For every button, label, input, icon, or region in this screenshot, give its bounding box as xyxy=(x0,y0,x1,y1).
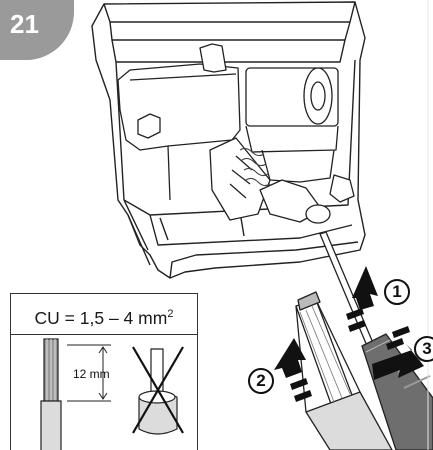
clamp-mechanism xyxy=(209,67,355,224)
callout-1: 1 xyxy=(384,279,410,305)
strip-length-dimension xyxy=(67,344,111,402)
callout-1-label: 1 xyxy=(392,282,402,301)
callout-2-label: 2 xyxy=(256,371,266,390)
conductor-size-text: CU = 1,5 – 4 mm xyxy=(34,308,168,328)
strip-length-illustration: 12 mm xyxy=(40,338,184,450)
callout-2: 2 xyxy=(248,368,274,394)
incorrect-conductor xyxy=(132,346,184,435)
conductor-size-exponent: 2 xyxy=(167,308,174,320)
callout-3-label: 3 xyxy=(422,339,432,358)
spring-coil xyxy=(239,147,271,187)
conductor-size-label: CU = 1,5 – 4 mm2 xyxy=(11,294,197,335)
callout-3: 3 xyxy=(414,336,433,362)
direction-arrows xyxy=(274,266,424,402)
step-number: 21 xyxy=(10,9,39,39)
conductor-spec-box: CU = 1,5 – 4 mm2 12 mm xyxy=(10,293,198,450)
strip-length-label: 12 mm xyxy=(73,367,110,381)
conductor-wire xyxy=(295,291,393,450)
correct-conductor xyxy=(40,338,62,450)
